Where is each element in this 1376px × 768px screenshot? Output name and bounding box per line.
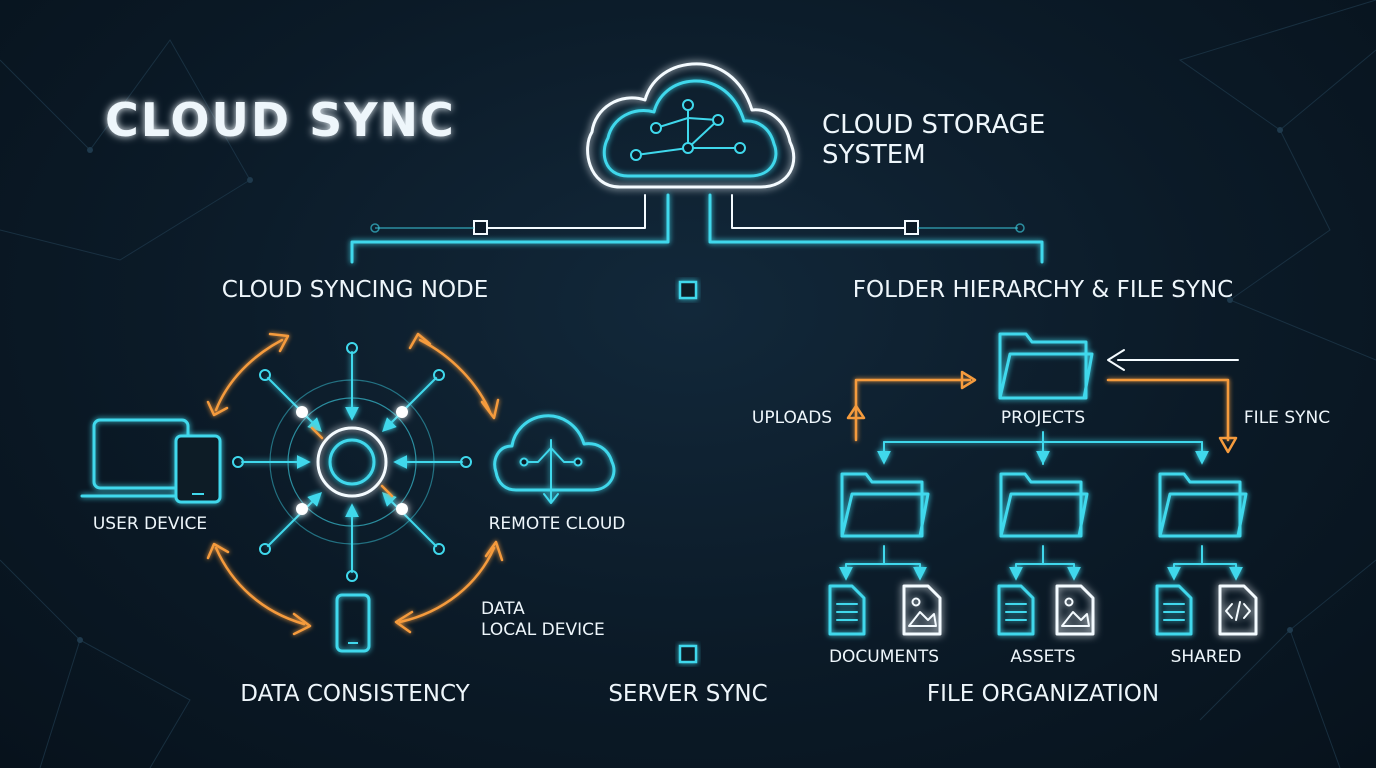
folder-hierarchy [846, 349, 1239, 454]
document-icon [828, 584, 866, 636]
smartphone-icon [335, 593, 371, 653]
image-file-icon [1055, 584, 1095, 636]
uploads-label: UPLOADS [752, 408, 832, 428]
folder-icon [999, 472, 1089, 538]
section-folder-hierarchy: FOLDER HIERARCHY & FILE SYNC [853, 277, 1233, 303]
section-server-sync: SERVER SYNC [608, 681, 767, 707]
page-title: CLOUD SYNC [105, 93, 456, 147]
local-device-label: LOCAL DEVICE [481, 620, 605, 640]
data-label: DATA [481, 599, 525, 619]
file-sync-label: FILE SYNC [1244, 408, 1330, 428]
documents-label: DOCUMENTS [829, 647, 939, 667]
laptop-tablet-icon [80, 418, 222, 504]
cloud-storage-label-line1: CLOUD STORAGE [822, 110, 1045, 140]
section-file-organization: FILE ORGANIZATION [927, 681, 1159, 707]
section-syncing-node: CLOUD SYNCING NODE [222, 277, 489, 303]
remote-cloud-label: REMOTE CLOUD [489, 514, 626, 534]
code-file-icon [1218, 584, 1258, 636]
cloud-upload-icon [493, 414, 616, 504]
document-icon [1155, 584, 1193, 636]
folder-icon [998, 332, 1094, 400]
sync-double-arrows [206, 332, 504, 636]
file-branches [839, 545, 1243, 581]
image-file-icon [902, 584, 942, 636]
folder-branches [877, 431, 1209, 465]
shared-label: SHARED [1171, 647, 1242, 667]
cloud-storage-label-line2: SYSTEM [822, 140, 926, 170]
projects-label: PROJECTS [1001, 408, 1085, 428]
folder-icon [1158, 472, 1248, 538]
sync-hub [232, 342, 472, 582]
cloud-connectors [350, 193, 1044, 664]
cloud-network-icon [586, 62, 796, 189]
folder-icon [840, 472, 930, 538]
user-device-label: USER DEVICE [93, 514, 207, 534]
document-icon [997, 584, 1035, 636]
assets-label: ASSETS [1010, 647, 1075, 667]
section-data-consistency: DATA CONSISTENCY [240, 681, 470, 707]
